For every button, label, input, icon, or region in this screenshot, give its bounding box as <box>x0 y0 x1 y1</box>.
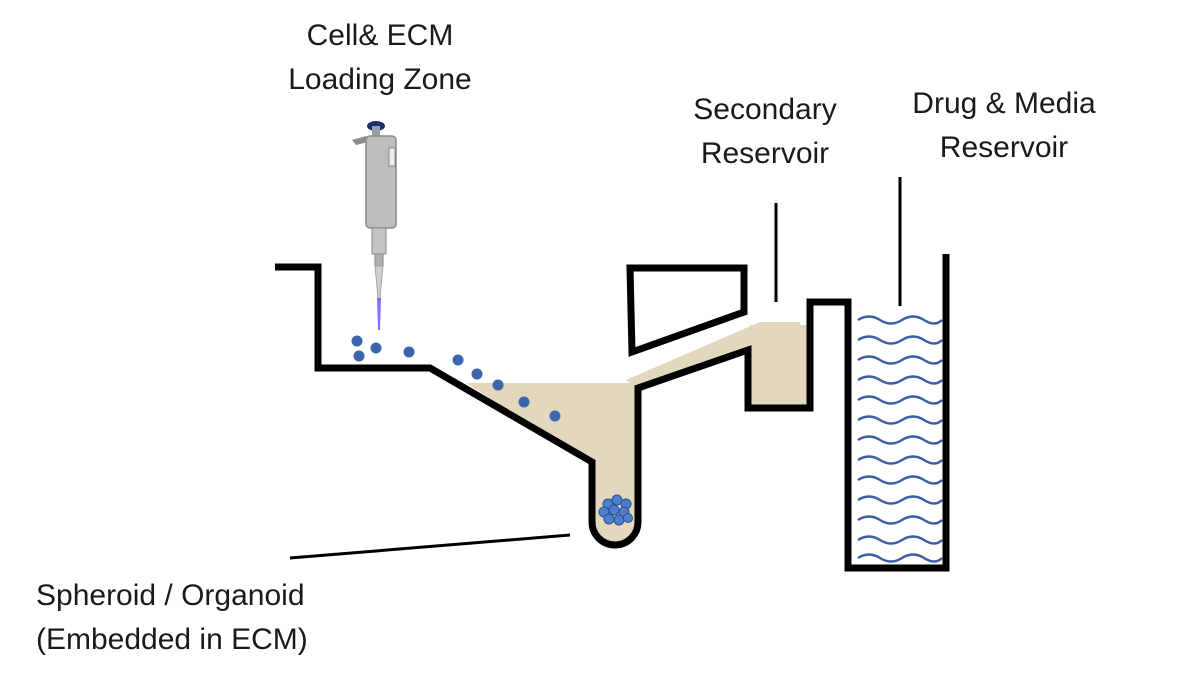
label-loading-zone: Cell& ECM Loading Zone <box>288 14 472 102</box>
media-waves <box>857 315 943 563</box>
device-outline <box>275 254 950 572</box>
cells <box>351 335 561 422</box>
pipette-icon <box>352 121 397 330</box>
label-spheroid: Spheroid / Organoid (Embedded in ECM) <box>36 574 308 662</box>
label-drug-media-reservoir-line2: Reservoir <box>939 131 1069 164</box>
label-drug-media-reservoir-line1: Drug & Media <box>912 87 1096 120</box>
label-spheroid-line2: (Embedded in ECM) <box>36 623 308 656</box>
pointer-line-spheroid <box>289 533 571 560</box>
label-spheroid-line1: Spheroid / Organoid <box>36 579 305 612</box>
label-loading-zone-line2: Loading Zone <box>288 63 472 96</box>
upper-block <box>626 264 748 357</box>
label-secondary-reservoir-line1: Secondary <box>693 93 837 126</box>
label-secondary-reservoir: Secondary Reservoir <box>693 88 836 176</box>
label-drug-media-reservoir: Drug & Media Reservoir <box>912 82 1095 170</box>
label-secondary-reservoir-line2: Reservoir <box>700 137 830 170</box>
spheroid-cluster <box>598 494 633 526</box>
ecm-fill-channel <box>466 383 640 547</box>
ecm-fill-secondary-reservoir <box>750 325 808 409</box>
label-loading-zone-line1: Cell& ECM <box>306 19 454 52</box>
